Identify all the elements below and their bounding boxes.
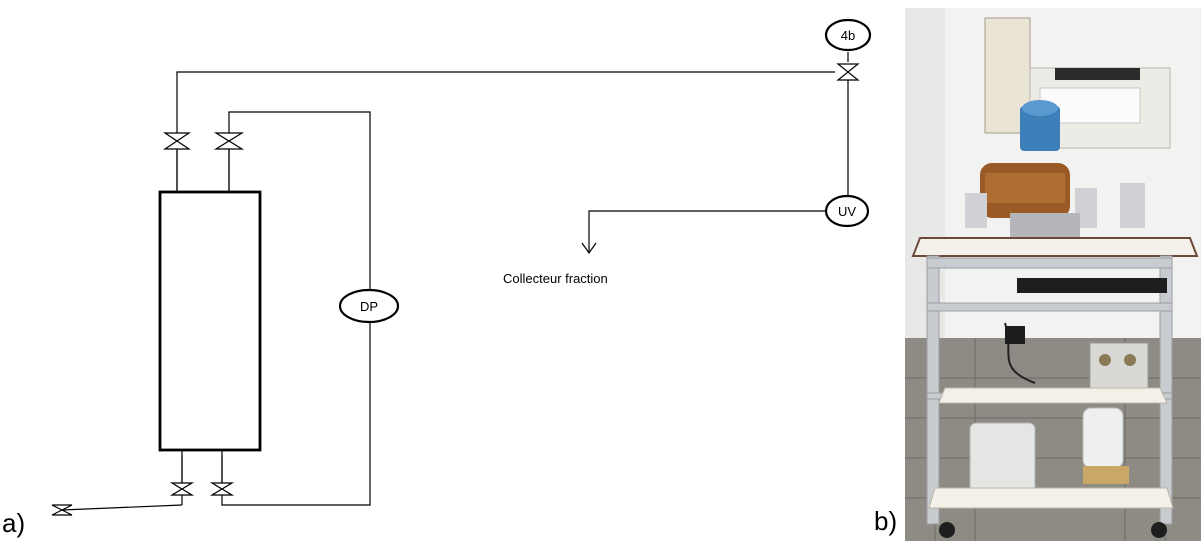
instrument-uv-label: UV — [838, 204, 856, 219]
column — [158, 190, 262, 452]
instrument-4b: 4b — [824, 18, 872, 52]
instrument-dp-label: DP — [360, 299, 378, 314]
inlet-line — [61, 504, 183, 511]
instrument-uv: UV — [824, 194, 870, 228]
valve-top-left — [163, 132, 191, 150]
instrument-4b-label: 4b — [841, 28, 855, 43]
collector-arrow-head — [581, 242, 597, 255]
uv-to-collector-line — [588, 210, 826, 252]
panel-label-a: a) — [2, 508, 26, 538]
valve-bottom-left — [169, 482, 195, 496]
valve-bottom-right — [209, 482, 235, 496]
valve-top-right-line — [836, 63, 860, 81]
lab-rig-photo — [905, 8, 1201, 541]
valve-inlet — [51, 504, 73, 516]
process-diagram: 4b UV DP Collecteur fraction — [51, 18, 872, 516]
collector-label: Collecteur fraction — [503, 271, 608, 286]
instrument-dp: DP — [338, 288, 400, 324]
valve-top-right — [213, 132, 245, 150]
panel-label-b: b) — [874, 506, 898, 536]
top-transfer-line — [176, 71, 835, 192]
